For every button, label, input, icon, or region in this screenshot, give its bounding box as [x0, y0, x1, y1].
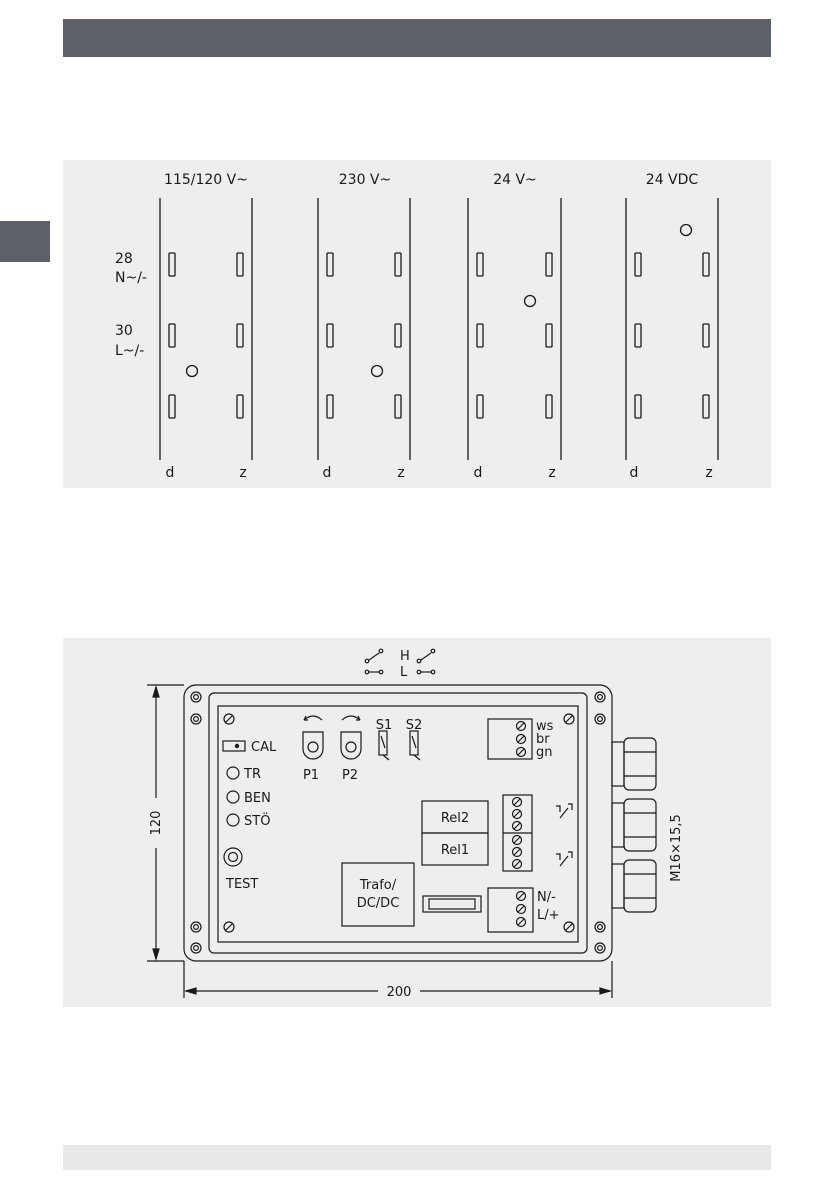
- label-l: L: [400, 665, 408, 680]
- jumper-position-3: [525, 296, 536, 307]
- label-sto: STÖ: [244, 812, 270, 829]
- row-label-d-4: d: [630, 465, 639, 481]
- housing-diagram-svg: H L P1 P2 S1 S2 CAL TR BEN STÖ TEST Rel2…: [63, 638, 771, 1007]
- switch-s2: [410, 731, 420, 760]
- relay-contact-symbols: [556, 804, 572, 866]
- row-label-d-1: d: [166, 465, 175, 481]
- label-trafo-1: Trafo/: [359, 878, 397, 893]
- jumper-column-3: [468, 198, 561, 460]
- jumper-column-1: [160, 198, 252, 460]
- pin-signal-28: N~/-: [115, 270, 147, 286]
- voltage-jumper-diagram: 115/120 V~ 230 V~ 24 V~ 24 VDC 28 N~/- 3…: [63, 160, 771, 488]
- header-bar: [63, 19, 771, 57]
- terminal-block-relays: [503, 795, 532, 871]
- potentiometer-p2: [341, 716, 361, 759]
- footer-bar: [63, 1145, 771, 1170]
- label-rel2: Rel2: [441, 811, 469, 826]
- housing-layout-diagram: H L P1 P2 S1 S2 CAL TR BEN STÖ TEST Rel2…: [63, 638, 771, 1007]
- led-ben: [227, 791, 239, 803]
- label-l-plus: L/+: [537, 908, 560, 923]
- label-p2: P2: [342, 768, 358, 783]
- trafo-dc-dc: [342, 863, 414, 926]
- label-p1: P1: [303, 768, 319, 783]
- label-tr: TR: [243, 767, 261, 782]
- test-button: [224, 848, 242, 866]
- row-label-z-3: z: [548, 465, 555, 481]
- led-sto: [227, 814, 239, 826]
- switch-s1: [379, 731, 389, 760]
- jumper-column-2: [318, 198, 410, 460]
- pin-number-28: 28: [115, 251, 133, 267]
- potentiometer-p1: [303, 716, 323, 759]
- row-label-d-3: d: [474, 465, 483, 481]
- pin-signal-30: L~/-: [115, 343, 144, 359]
- voltage-label-4: 24 VDC: [646, 172, 699, 188]
- label-ben: BEN: [244, 791, 271, 806]
- label-h: H: [400, 649, 410, 664]
- jumper-column-4: [626, 198, 718, 460]
- chapter-tab: [0, 221, 50, 262]
- fuse: [423, 896, 481, 912]
- label-rel1: Rel1: [441, 843, 469, 858]
- label-cal: CAL: [251, 740, 277, 755]
- row-label-d-2: d: [323, 465, 332, 481]
- jumper-diagram-svg: 115/120 V~ 230 V~ 24 V~ 24 VDC 28 N~/- 3…: [63, 160, 771, 488]
- label-trafo-2: DC/DC: [357, 896, 400, 911]
- voltage-label-3: 24 V~: [493, 172, 537, 188]
- voltage-label-1: 115/120 V~: [164, 172, 248, 188]
- led-tr: [227, 767, 239, 779]
- terminal-block-power: [488, 888, 533, 932]
- terminal-block-sensor: [488, 719, 532, 759]
- label-s2: S2: [406, 718, 423, 733]
- row-label-z-4: z: [705, 465, 712, 481]
- pin-number-30: 30: [115, 323, 133, 339]
- cable-glands: [612, 738, 656, 912]
- label-n-minus: N/-: [537, 890, 556, 905]
- jumper-position-2: [372, 366, 383, 377]
- dimension-width-label: 200: [387, 985, 412, 1000]
- label-test: TEST: [225, 877, 258, 892]
- row-label-z-1: z: [239, 465, 246, 481]
- label-s1: S1: [376, 718, 393, 733]
- cal-button: [223, 741, 245, 751]
- gland-size-label: M16×15,5: [669, 814, 684, 882]
- jumper-position-4: [681, 225, 692, 236]
- dimension-height-label: 120: [149, 811, 164, 836]
- voltage-label-2: 230 V~: [339, 172, 391, 188]
- jumper-position-1: [187, 366, 198, 377]
- label-wire-gn: gn: [536, 745, 553, 760]
- row-label-z-2: z: [397, 465, 404, 481]
